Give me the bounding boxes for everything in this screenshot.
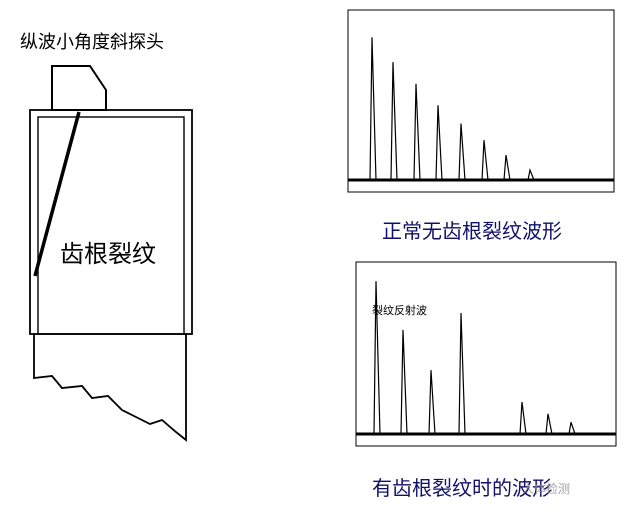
tooth-body-outer (29, 109, 193, 335)
caption-normal-waveform: 正常无齿根裂纹波形 (382, 219, 562, 243)
scope-crack-peak-1 (373, 281, 381, 435)
scope-normal-peak-4 (435, 105, 443, 181)
crack-echo-label: 裂纹反射波 (372, 304, 427, 317)
scope-crack-peak-3 (428, 370, 436, 435)
tooth-body-inner (37, 116, 185, 335)
scope-normal-frame (347, 9, 615, 193)
scope-crack-peak-2 (400, 329, 408, 435)
scope-crack-peak-6 (545, 413, 553, 435)
watermark-text: 人体检测 (522, 482, 571, 496)
scope-normal-peaks (369, 37, 535, 181)
scope-normal-peak-6 (481, 140, 489, 181)
scope-crack-frame (355, 261, 617, 447)
scope-crack-peaks (373, 281, 576, 435)
scope-crack-peak-7 (568, 422, 576, 435)
crack-label: 齿根裂纹 (60, 240, 156, 268)
scope-crack-peak-5 (519, 402, 527, 435)
scope-normal-peak-8 (527, 167, 535, 181)
scope-normal-peak-3 (413, 83, 421, 181)
scope-crack-peak-4 (458, 313, 466, 435)
scope-normal-peak-7 (503, 155, 511, 181)
probe-label: 纵波小角度斜探头 (20, 32, 164, 53)
scope-normal-peak-2 (390, 62, 398, 181)
crack-beam-line (33, 111, 81, 277)
caption-crack-waveform: 有齿根裂纹时的波形 (372, 476, 552, 500)
probe-shape (51, 65, 107, 111)
scope-normal-peak-1 (369, 37, 377, 181)
scope-normal-peak-5 (458, 123, 466, 181)
gear-rim-broken-edge (33, 334, 187, 442)
